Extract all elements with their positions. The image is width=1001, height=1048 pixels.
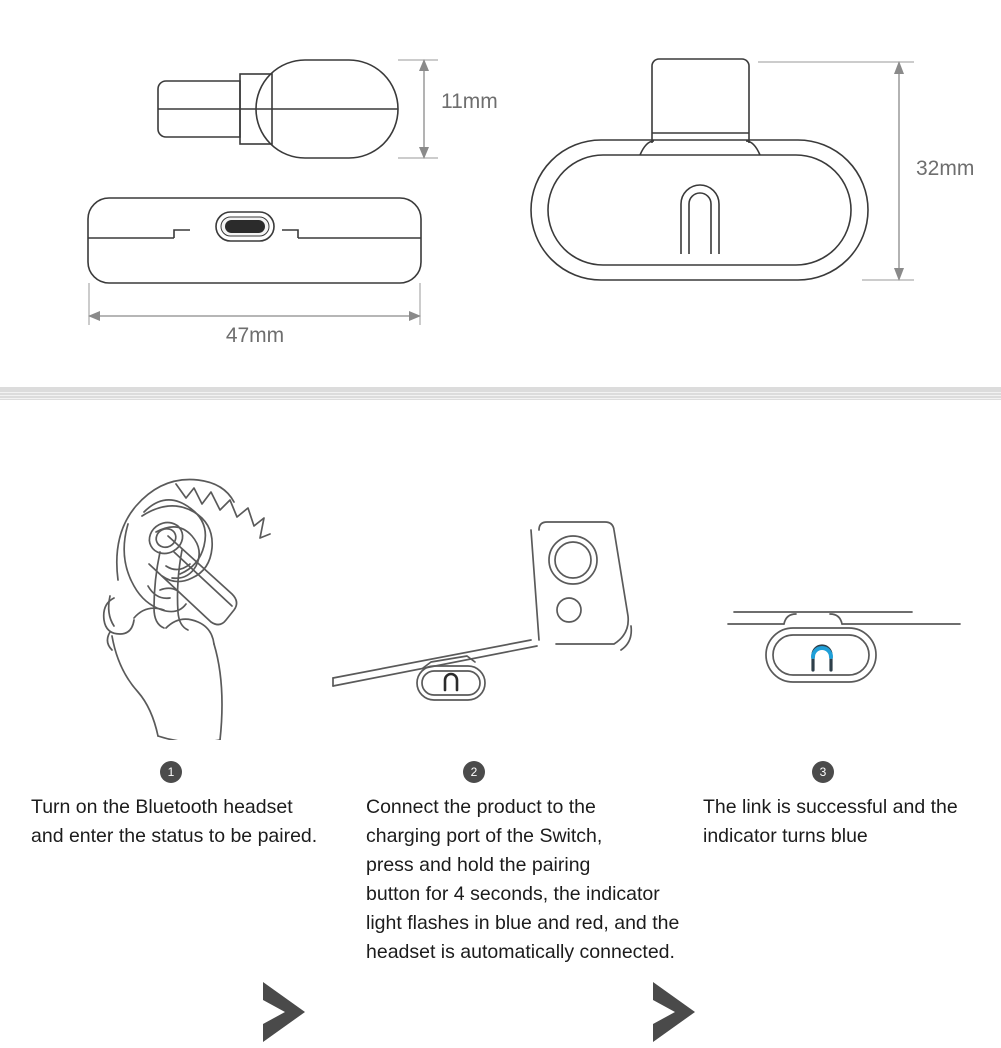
top-view-drawing (157, 59, 399, 159)
section-divider (0, 387, 1001, 400)
pairing-steps-panel: 1 2 3 Turn on the Bluetooth headset and … (0, 400, 1001, 1042)
step-caption-3: The link is successful and the indicator… (703, 796, 958, 847)
chevron-right-icon (653, 982, 695, 1042)
dimension-11mm-label: 11mm (441, 90, 498, 113)
divider-hairline (0, 392, 1001, 393)
usb-c-port-opening (225, 220, 265, 233)
step-2-illustration (332, 521, 633, 701)
step-badge-2: 2 (463, 761, 485, 783)
step-3-illustration (727, 611, 961, 683)
divider-hairline (0, 395, 1001, 396)
dongle-indicator-glyph (443, 672, 459, 692)
dimension-32mm-label: 32mm (916, 157, 974, 180)
blue-indicator-light (811, 644, 833, 672)
step-1-illustration (102, 478, 271, 740)
dimension-47mm-label: 47mm (226, 324, 284, 347)
divider-hairline (0, 398, 1001, 399)
step-caption-2: Connect the product to the charging port… (366, 796, 680, 963)
step-badge-3: 3 (812, 761, 834, 783)
front-view-drawing (530, 58, 869, 281)
side-view-drawing (87, 197, 422, 284)
chevron-right-icon (263, 982, 305, 1042)
dimension-47mm: 47mm (88, 283, 421, 347)
dimension-11mm: 11mm (398, 59, 498, 159)
step-caption-1: Turn on the Bluetooth headset and enter … (31, 796, 318, 847)
dimension-32mm: 32mm (758, 61, 974, 281)
step-badge-1: 1 (160, 761, 182, 783)
dimension-drawing-svg: 11mm 47mm (87, 58, 974, 347)
product-dimensions-panel: 11mm 47mm (0, 0, 1001, 387)
